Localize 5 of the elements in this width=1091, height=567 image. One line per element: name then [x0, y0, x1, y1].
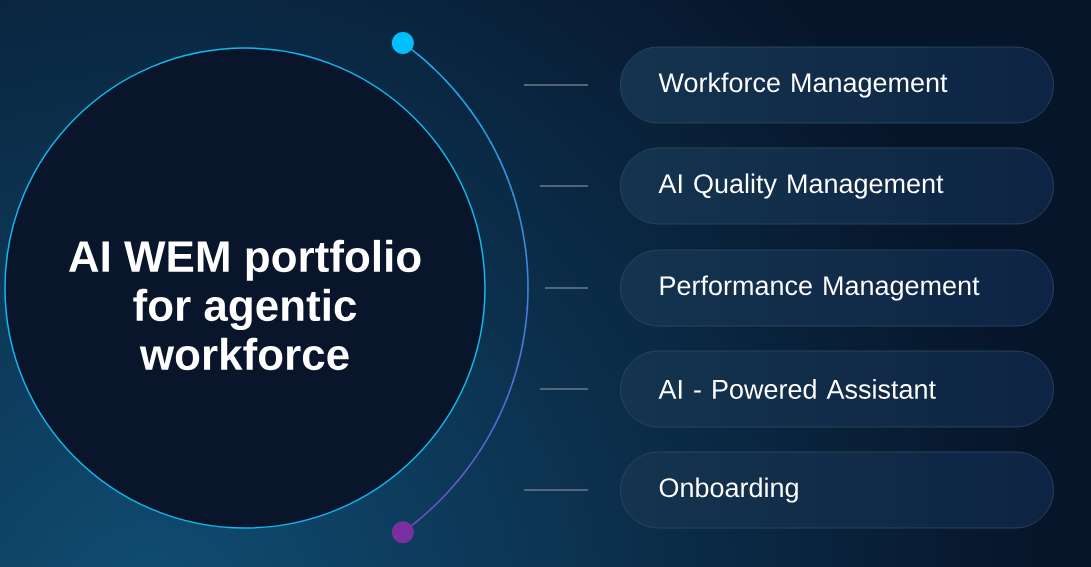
pill-box: Onboarding	[620, 451, 1054, 529]
pill-box: Performance Management	[620, 249, 1054, 327]
pill-box: AI Quality Management	[620, 147, 1054, 225]
pill-box: AI - Powered Assistant	[620, 350, 1054, 428]
pill-box: Workforce Management	[620, 46, 1054, 124]
